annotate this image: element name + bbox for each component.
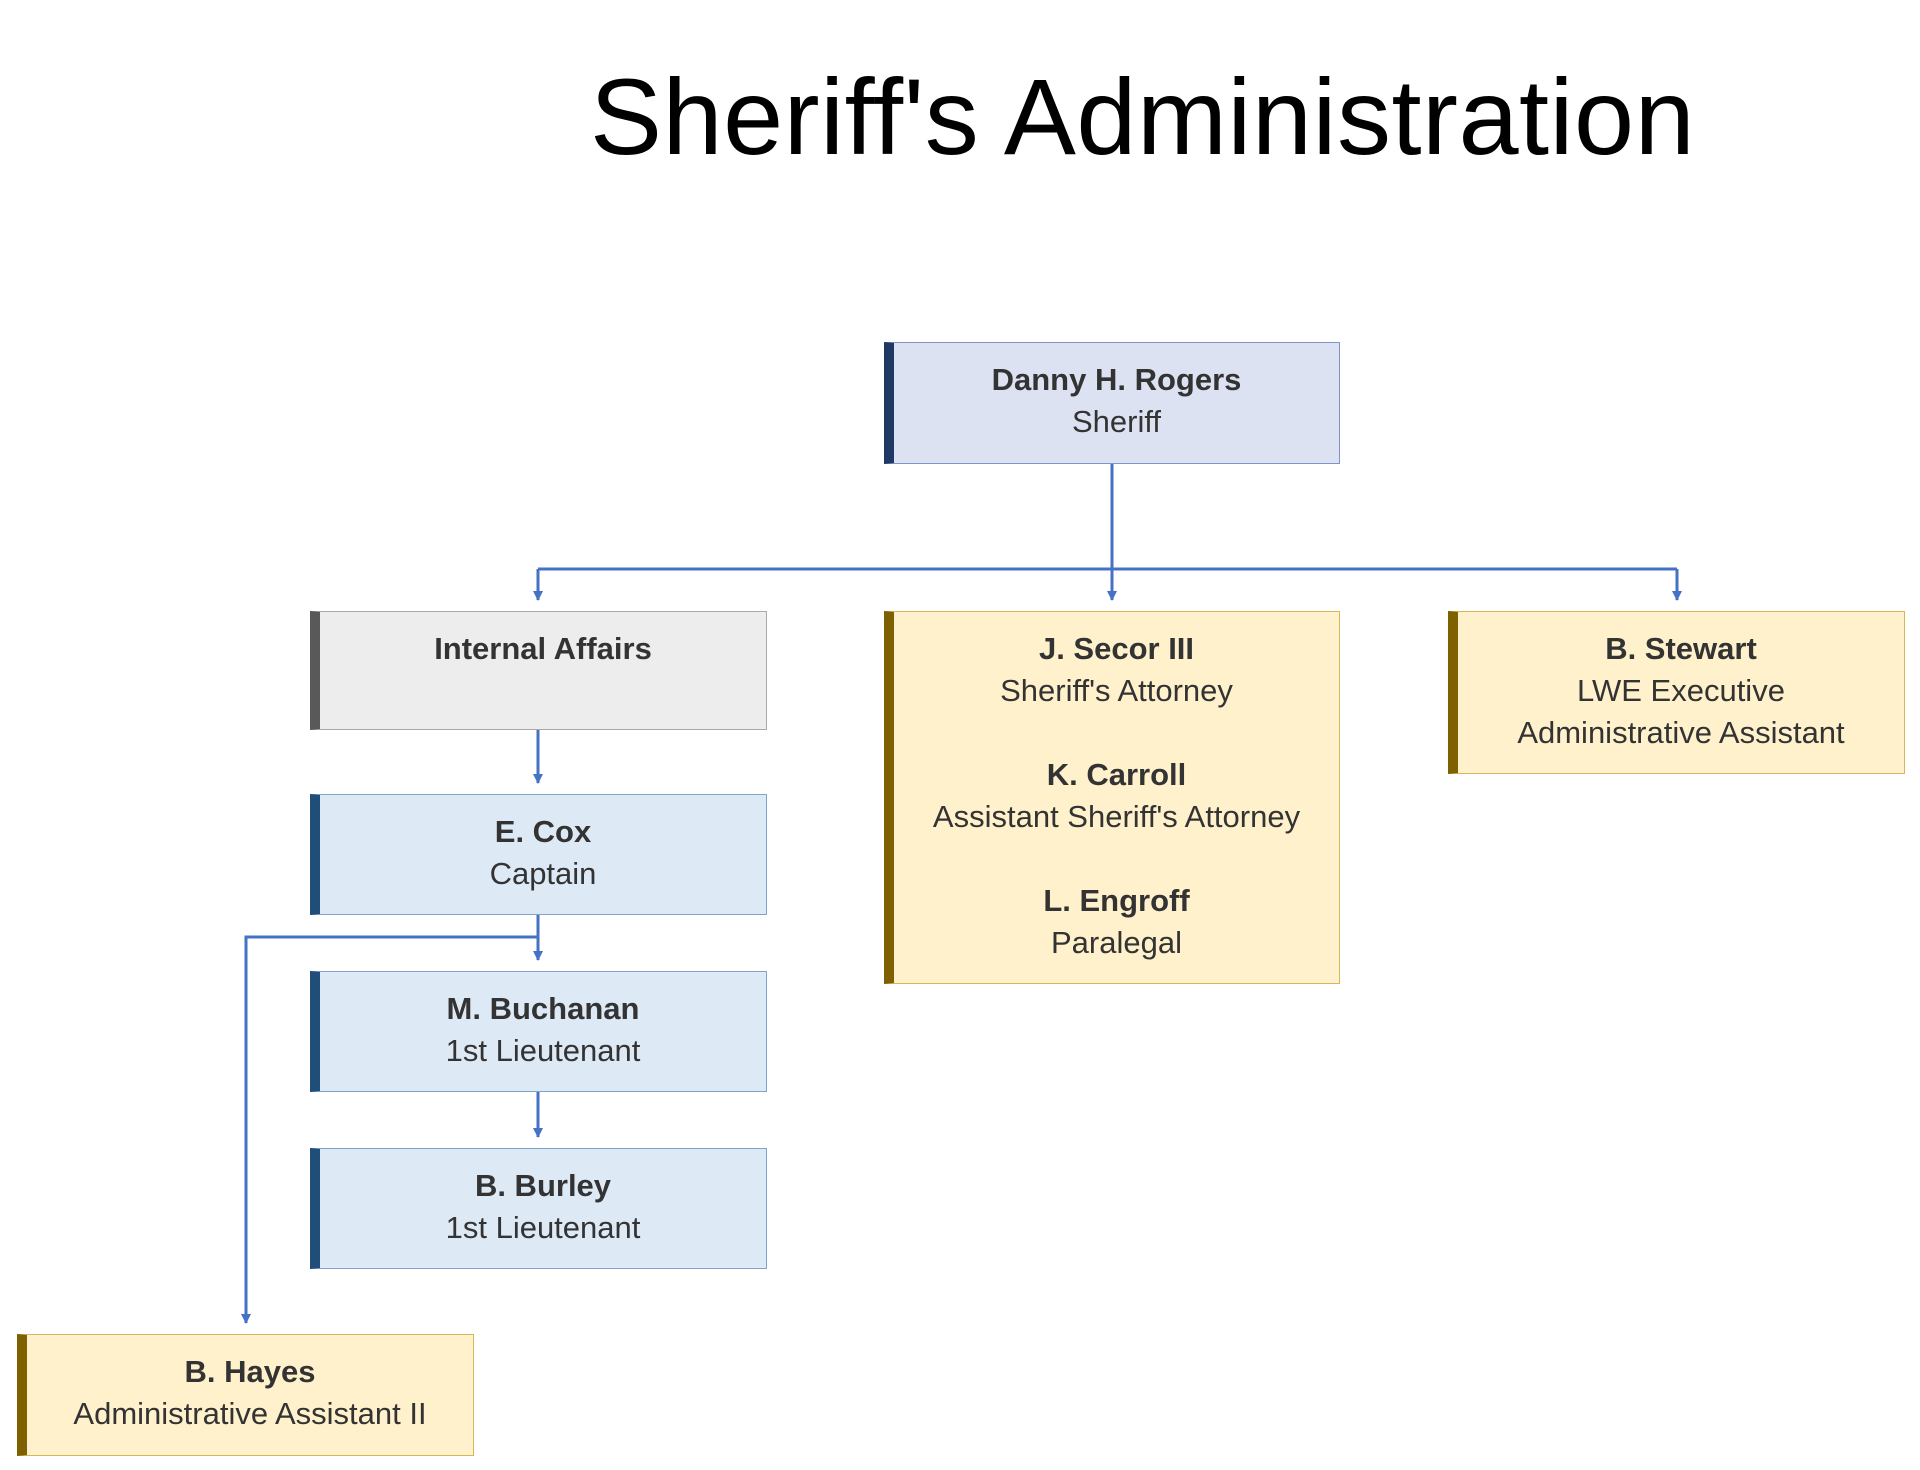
hayes-name: B. Hayes: [184, 1354, 316, 1389]
attorney-role: Assistant Sheriff's Attorney: [932, 799, 1301, 834]
burley-role: 1st Lieutenant: [445, 1210, 641, 1245]
attorney-name: K. Carroll: [1046, 757, 1187, 792]
attorneys-box: J. Secor III Sheriff's Attorney K. Carro…: [884, 611, 1340, 984]
attorney-name: L. Engroff: [1043, 883, 1190, 918]
attorney-name: J. Secor III: [1038, 631, 1195, 666]
cox-role: Captain: [489, 856, 597, 891]
buchanan-name: M. Buchanan: [446, 991, 640, 1026]
internal-affairs-box: Internal Affairs: [310, 611, 767, 730]
stewart-name: B. Stewart: [1605, 631, 1757, 666]
attorney-role: Sheriff's Attorney: [1000, 673, 1233, 708]
cox-box: E. Cox Captain: [310, 794, 767, 915]
hayes-role: Administrative Assistant II: [73, 1396, 427, 1431]
internal-affairs-label: Internal Affairs: [434, 631, 652, 666]
sheriff-box: Danny H. Rogers Sheriff: [884, 342, 1340, 464]
stewart-role-line2: Administrative Assistant: [1517, 715, 1845, 750]
page-title: Sheriff's Administration: [590, 56, 1696, 177]
stewart-box: B. Stewart LWE Executive Administrative …: [1448, 611, 1905, 774]
burley-name: B. Burley: [474, 1168, 612, 1203]
sheriff-role: Sheriff: [1071, 404, 1162, 439]
buchanan-role: 1st Lieutenant: [445, 1033, 641, 1068]
cox-name: E. Cox: [494, 814, 592, 849]
sheriff-name: Danny H. Rogers: [991, 362, 1242, 397]
hayes-box: B. Hayes Administrative Assistant II: [17, 1334, 474, 1456]
burley-box: B. Burley 1st Lieutenant: [310, 1148, 767, 1269]
buchanan-box: M. Buchanan 1st Lieutenant: [310, 971, 767, 1092]
stewart-role-line1: LWE Executive: [1577, 673, 1785, 708]
attorney-role: Paralegal: [1051, 925, 1182, 960]
